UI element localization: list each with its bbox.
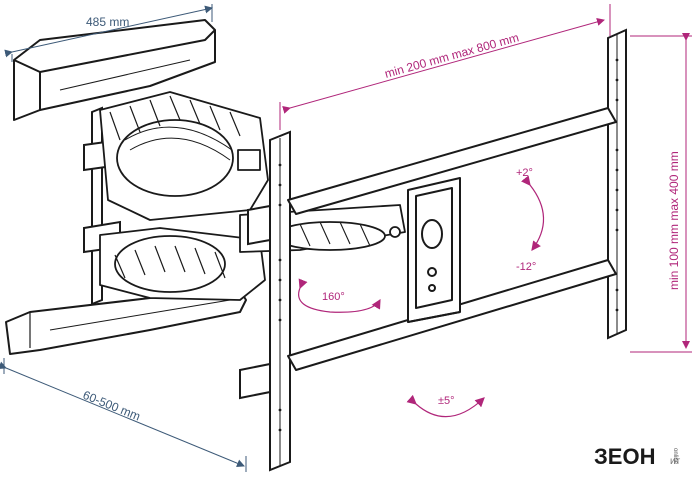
logo-tail-text: ит: [670, 456, 681, 467]
logo-side-text: online: [672, 448, 678, 465]
dimension-depth: 485 mm: [4, 4, 213, 62]
logo-main-text: ЗЕОН: [594, 444, 655, 469]
swivel-label: 160°: [322, 291, 345, 303]
brand-logo: ЗЕОН online ит: [594, 444, 681, 469]
rotation-indicator: ±5°: [406, 394, 485, 418]
tilt-head: [407, 177, 461, 323]
dimension-vertical-range: min 100 mm max 400 mm: [630, 33, 692, 353]
rotation-label: ±5°: [438, 395, 455, 407]
wall-plate-foot: [5, 289, 247, 355]
tilt-down-label: -12°: [516, 261, 536, 273]
vertical-range-label: min 100 mm max 400 mm: [667, 151, 681, 290]
swivel-indicator: 160°: [298, 278, 381, 313]
tilt-indicator: +2° -12°: [516, 167, 545, 273]
tv-crossbars: [287, 107, 617, 371]
arm-upper: [99, 91, 269, 221]
dimension-extension: 60-500 mm: [0, 358, 247, 472]
tilt-up-label: +2°: [516, 167, 533, 179]
tv-rail-right: [607, 28, 627, 340]
rail-holes: [278, 58, 619, 432]
arm-lower: [99, 227, 266, 301]
horizontal-range-label: min 200 mm max 800 mm: [383, 30, 520, 81]
extension-label: 60-500 mm: [81, 388, 143, 424]
depth-label: 485 mm: [86, 15, 129, 29]
dimension-horizontal-range: min 200 mm max 800 mm: [279, 4, 611, 130]
